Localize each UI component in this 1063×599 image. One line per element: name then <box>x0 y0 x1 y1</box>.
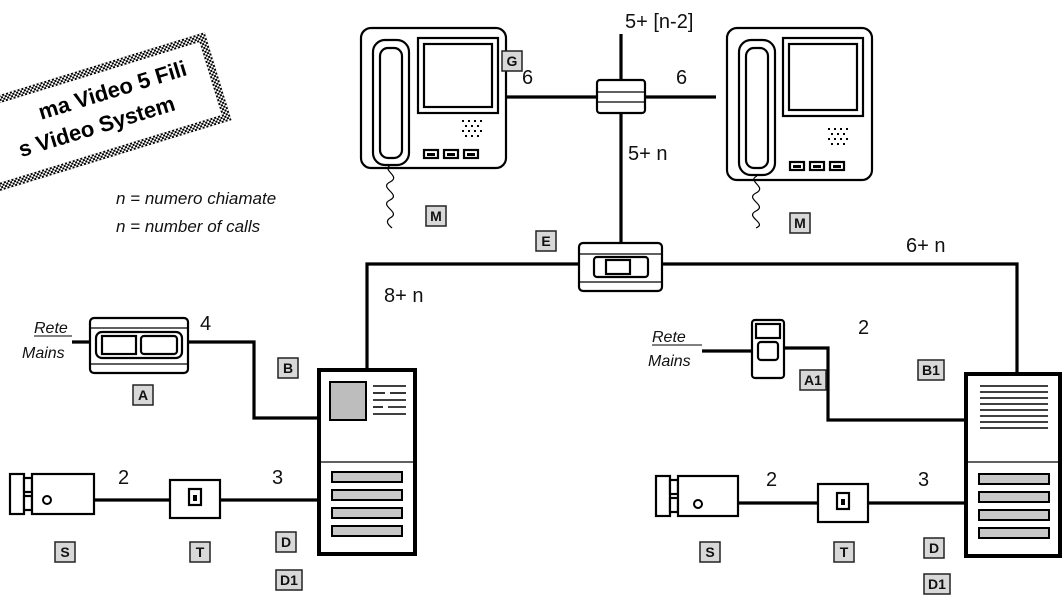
door-panel-left <box>317 368 417 556</box>
video-monitor-right <box>725 26 874 229</box>
svg-text:D: D <box>929 540 939 556</box>
note-english: n = number of calls <box>116 217 261 236</box>
label-left-power: 4 <box>200 313 211 335</box>
tag-B1: B1 <box>917 359 945 381</box>
tag-A: A <box>132 384 154 406</box>
camera-left <box>8 472 96 516</box>
tag-D1-right: D1 <box>923 573 951 595</box>
tag-D-right: D <box>923 537 945 559</box>
wires <box>72 34 1019 505</box>
svg-text:S: S <box>705 544 714 560</box>
tag-M-left: M <box>425 205 447 227</box>
label-right-monitor: 6 <box>676 67 687 89</box>
mains-right-en: Mains <box>648 353 691 370</box>
svg-text:M: M <box>794 215 806 231</box>
power-supply-right <box>750 318 786 380</box>
tag-T-right: T <box>833 541 855 563</box>
mains-right-it: Rete <box>652 329 686 346</box>
label-riser-mid: 5+ n <box>628 143 667 165</box>
power-supply-left <box>88 316 190 375</box>
svg-text:T: T <box>196 544 205 560</box>
wire-to-left-panel <box>365 262 579 370</box>
tag-T-left: T <box>189 541 211 563</box>
label-left-cam: 2 <box>118 467 129 489</box>
tag-S-right: S <box>699 541 721 563</box>
label-to-right-panel: 6+ n <box>906 235 945 257</box>
note-italian: n = numero chiamate <box>116 189 276 208</box>
tag-A1: A1 <box>799 369 827 391</box>
svg-text:A1: A1 <box>804 372 822 388</box>
svg-text:M: M <box>430 208 442 224</box>
label-right-cam: 2 <box>766 469 777 491</box>
svg-text:T: T <box>840 544 849 560</box>
mains-left-it: Rete <box>34 320 68 337</box>
tag-G: G <box>501 50 523 72</box>
svg-text:B1: B1 <box>922 362 940 378</box>
svg-text:D: D <box>281 534 291 550</box>
svg-text:S: S <box>60 544 69 560</box>
tag-S-left: S <box>54 541 76 563</box>
svg-text:D1: D1 <box>280 572 298 588</box>
transformer-left <box>168 478 222 520</box>
svg-text:B: B <box>283 360 293 376</box>
tag-M-right: M <box>789 212 811 234</box>
svg-text:E: E <box>541 233 550 249</box>
mains-left-en: Mains <box>22 345 65 362</box>
label-to-left-panel: 8+ n <box>384 285 423 307</box>
svg-text:A: A <box>138 387 148 403</box>
label-right-cam-panel: 3 <box>918 469 929 491</box>
tag-D-left: D <box>275 531 297 553</box>
video-monitor-left <box>359 26 508 229</box>
distributor-box <box>595 78 647 115</box>
tag-D1-left: D1 <box>275 569 303 591</box>
tag-E: E <box>535 230 557 252</box>
label-riser-top: 5+ [n-2] <box>625 11 693 33</box>
transformer-right <box>816 482 870 524</box>
tag-B: B <box>277 357 299 379</box>
title-banner: ma Video 5 Fili s Video System <box>0 32 232 197</box>
camera-right <box>654 474 740 518</box>
wire-to-right-panel <box>662 262 1019 374</box>
central-unit <box>577 241 664 293</box>
label-left-cam-panel: 3 <box>272 467 283 489</box>
label-right-power: 2 <box>858 317 869 339</box>
label-left-monitor: 6 <box>522 67 533 89</box>
svg-text:G: G <box>507 53 518 69</box>
wire-left-power <box>188 340 319 420</box>
svg-text:D1: D1 <box>928 576 946 592</box>
wire-right-power <box>784 346 966 422</box>
door-panel-right <box>964 372 1062 558</box>
